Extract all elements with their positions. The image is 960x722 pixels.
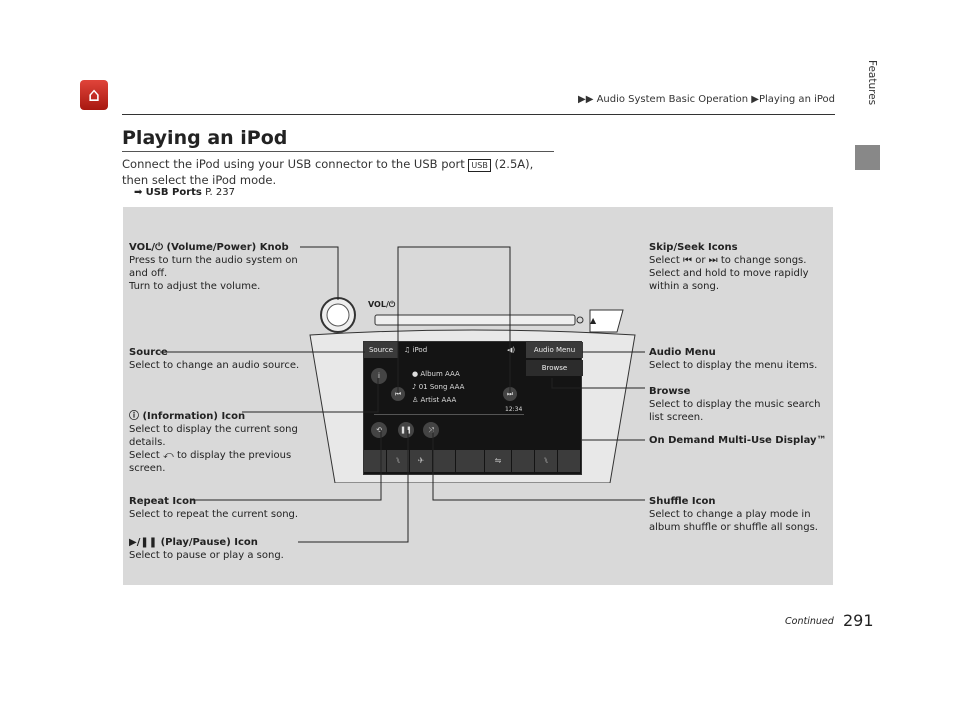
intro-text: Connect the iPod using your USB connecto…: [122, 157, 534, 187]
recirculation-icon[interactable]: ⇋: [485, 450, 511, 472]
power-icon: ⏻: [155, 242, 164, 253]
fan-mode-icon[interactable]: ✈: [410, 450, 432, 472]
time-text: 12:34: [505, 406, 523, 413]
side-tab[interactable]: [855, 145, 880, 170]
divider: [122, 151, 554, 152]
home-icon[interactable]: ⌂: [80, 80, 108, 110]
seat-heater-icon[interactable]: ⑊: [387, 450, 409, 472]
skip-back-icon: ⏮: [683, 255, 693, 266]
browse-button[interactable]: Browse: [526, 360, 583, 376]
audio-menu-button[interactable]: Audio Menu: [526, 342, 583, 358]
page-number: 291: [843, 611, 874, 630]
arrow-icon: ➡: [134, 187, 143, 198]
climate-cell[interactable]: [456, 450, 484, 472]
continued-label: Continued: [785, 616, 834, 627]
climate-cell[interactable]: [558, 450, 580, 472]
shuffle-button[interactable]: ⤨: [423, 422, 439, 438]
skip-forward-button[interactable]: ⏭: [503, 387, 517, 401]
divider: [122, 114, 835, 115]
skip-forward-icon: ⏭: [708, 255, 718, 266]
back-icon: ⤺: [163, 450, 174, 461]
breadcrumb-item: Playing an iPod: [758, 94, 835, 105]
mode-label: ♫ iPod: [404, 346, 428, 354]
play-pause-button[interactable]: ❚❚: [398, 422, 414, 438]
breadcrumb-item[interactable]: Audio System Basic Operation: [596, 94, 749, 105]
repeat-button[interactable]: ⟲: [371, 422, 387, 438]
progress-bar: [374, 414, 524, 415]
climate-cell[interactable]: [433, 450, 455, 472]
info-button[interactable]: i: [371, 368, 387, 384]
info-icon: ⓘ: [129, 411, 139, 422]
cross-reference[interactable]: ➡ USB Ports P. 237: [134, 187, 235, 198]
play-pause-icon: ▶/❚❚: [129, 537, 158, 548]
climate-cell[interactable]: [512, 450, 534, 472]
eject-icon[interactable]: ▲: [590, 316, 597, 325]
breadcrumb: ▶▶ Audio System Basic Operation ▶Playing…: [578, 94, 835, 105]
artist-text: ♙ Artist AAA: [412, 396, 457, 404]
source-button[interactable]: Source: [364, 342, 398, 358]
page-title: Playing an iPod: [122, 127, 288, 149]
seat-heater-icon[interactable]: ⑊: [535, 450, 557, 472]
album-text: ● Album AAA: [412, 370, 460, 378]
callout-display: On Demand Multi-Use Display™: [649, 435, 827, 446]
volume-icon: ◀): [507, 346, 516, 354]
skip-back-button[interactable]: ⏮: [391, 387, 405, 401]
song-text: ♪ 01 Song AAA: [412, 383, 465, 391]
usb-port-icon: USB: [468, 159, 491, 172]
knob-label: VOL/⏻: [368, 300, 396, 309]
